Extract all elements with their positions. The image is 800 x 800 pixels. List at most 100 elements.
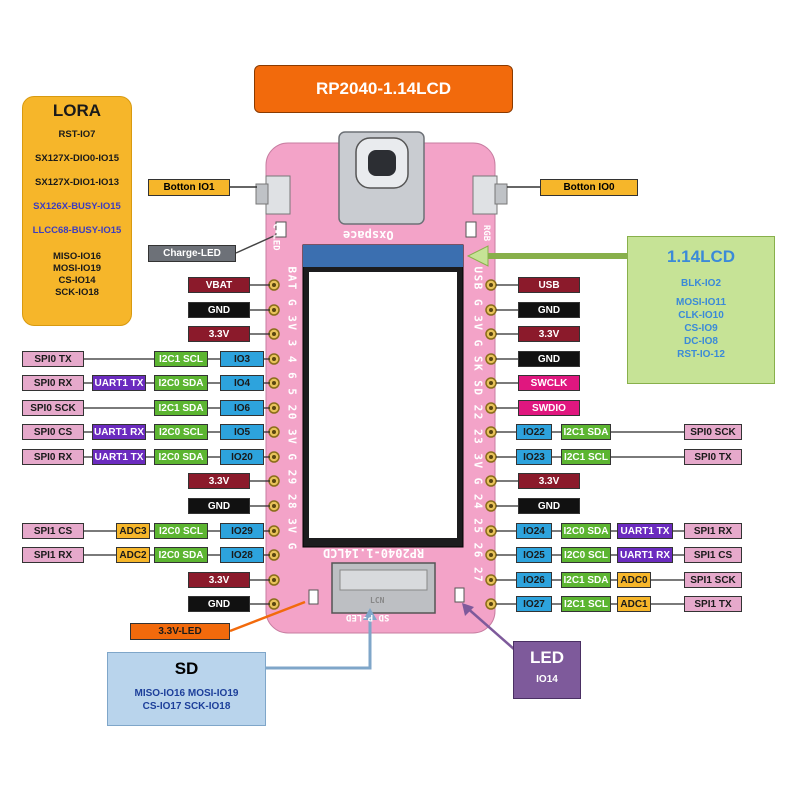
- left-adc-label: ADC2: [116, 547, 150, 563]
- lcd-title: 1.14LCD: [666, 247, 736, 266]
- board-cled-text: C-LED: [270, 223, 281, 251]
- left-pin-pad-hole: [272, 430, 276, 434]
- board-model-text: RP2040-1.14LCD: [323, 546, 425, 560]
- left-pin-pad-hole: [272, 504, 276, 508]
- left-pin-pad-hole: [272, 381, 276, 385]
- lcd-line: BLK-IO2: [681, 278, 721, 289]
- button-right-knob: [494, 183, 508, 205]
- left-pin-pad-hole: [272, 357, 276, 361]
- left-i2c-label: I2C1 SCL: [154, 351, 208, 367]
- right-pin-pad-hole: [489, 578, 493, 582]
- lora-title: LORA: [52, 101, 102, 120]
- left-pin-pad-hole: [272, 332, 276, 336]
- left-io-label: IO29: [220, 523, 264, 539]
- charge-led-chip: [275, 221, 287, 238]
- left-pin-pad-hole: [272, 455, 276, 459]
- board-sd-pled-text: SD P-LED: [346, 612, 390, 622]
- right-power-label: 3.3V: [518, 326, 580, 342]
- left-pin-pad-hole: [272, 529, 276, 533]
- button-left-knob: [255, 183, 269, 205]
- sd-line-1: MISO-IO16 MOSI-IO19: [134, 688, 239, 699]
- left-io-label: IO28: [220, 547, 264, 563]
- led-io-line: IO14: [536, 674, 558, 685]
- lora-line: RST-IO7: [58, 129, 96, 140]
- lora-line: SX127X-DIO0-IO15: [35, 153, 119, 164]
- button-left-body: [265, 175, 291, 215]
- right-i2c-label: I2C0 SCL: [561, 547, 611, 563]
- lcd-line: CLK-IO10: [678, 310, 724, 321]
- right-uart-label: UART1 RX: [617, 547, 673, 563]
- left-i2c-label: I2C0 SDA: [154, 375, 208, 391]
- lcd-line: RST-IO-12: [677, 349, 725, 360]
- board-brand-text: Oxspace: [343, 228, 394, 242]
- right-pin-pad-hole: [489, 455, 493, 459]
- right-io-label: IO24: [516, 523, 552, 539]
- left-power-label: 3.3V: [188, 326, 250, 342]
- right-pin-pad-hole: [489, 553, 493, 557]
- usb-c-tongue: [368, 150, 396, 176]
- right-power-label: SWCLK: [518, 375, 580, 391]
- sd-slot-text: LCN: [370, 596, 385, 605]
- right-i2c-label: I2C0 SDA: [561, 523, 611, 539]
- left-pin-pad-hole: [272, 479, 276, 483]
- left-spi-label: SPI1 CS: [22, 523, 84, 539]
- right-pin-pad-hole: [489, 381, 493, 385]
- left-i2c-label: I2C0 SCL: [154, 523, 208, 539]
- lora-line: MOSI-IO19: [52, 263, 102, 274]
- right-uart-label: UART1 TX: [617, 523, 673, 539]
- power-led-chip: [308, 589, 319, 605]
- left-pin-pad-hole: [272, 283, 276, 287]
- right-i2c-label: I2C1 SDA: [561, 572, 611, 588]
- lora-line: MISO-IO16: [52, 251, 102, 262]
- left-i2c-label: I2C1 SDA: [154, 400, 208, 416]
- right-pin-pad-hole: [489, 602, 493, 606]
- sd-line-2: CS-IO17 SCK-IO18: [142, 701, 231, 712]
- left-spi-label: SPI0 TX: [22, 351, 84, 367]
- left-power-label: GND: [188, 302, 250, 318]
- left-i2c-label: I2C0 SCL: [154, 424, 208, 440]
- left-io-label: IO4: [220, 375, 264, 391]
- sd-pointer-head: [363, 608, 377, 620]
- lora-line: SCK-IO18: [55, 287, 99, 298]
- right-spi-label: SPI1 TX: [684, 596, 742, 612]
- right-power-label: USB: [518, 277, 580, 293]
- right-spi-label: SPI0 TX: [684, 449, 742, 465]
- sd-info-box: SD MISO-IO16 MOSI-IO19 CS-IO17 SCK-IO18: [107, 652, 266, 726]
- right-pin-pad-hole: [489, 308, 493, 312]
- left-i2c-label: I2C0 SDA: [154, 449, 208, 465]
- right-io-label: IO26: [516, 572, 552, 588]
- left-pin-pad-hole: [272, 308, 276, 312]
- right-spi-label: SPI1 CS: [684, 547, 742, 563]
- right-pin-pad-hole: [489, 406, 493, 410]
- right-pin-pad-hole: [489, 357, 493, 361]
- right-io-label: IO27: [516, 596, 552, 612]
- right-pin-pad-hole: [489, 430, 493, 434]
- led-pointer: [464, 605, 516, 651]
- lcd-line: DC-IO8: [684, 336, 718, 347]
- lcd-line: CS-IO9: [684, 323, 718, 334]
- right-power-label: GND: [518, 498, 580, 514]
- led-info-box: LED IO14: [513, 641, 581, 699]
- left-pin-pad-hole: [272, 602, 276, 606]
- left-power-label: GND: [188, 596, 250, 612]
- right-pin-pad-hole: [489, 332, 493, 336]
- left-io-label: IO3: [220, 351, 264, 367]
- sd-title: SD: [174, 659, 199, 678]
- right-pin-pad-hole: [489, 479, 493, 483]
- led-pointer-head: [462, 603, 474, 616]
- left-power-label: 3.3V: [188, 473, 250, 489]
- left-spi-label: SPI0 CS: [22, 424, 84, 440]
- right-adc-label: ADC0: [617, 572, 651, 588]
- right-pin-pad-hole: [489, 283, 493, 287]
- left-adc-label: ADC3: [116, 523, 150, 539]
- right-power-label: SWDIO: [518, 400, 580, 416]
- rgb-led-chip: [465, 221, 477, 238]
- led33-pointer: [229, 600, 306, 633]
- right-adc-label: ADC1: [617, 596, 651, 612]
- left-spi-label: SPI1 RX: [22, 547, 84, 563]
- right-io-label: IO22: [516, 424, 552, 440]
- lcd-glass-edge: [303, 245, 463, 267]
- lora-line: LLCC68-BUSY-IO15: [32, 225, 122, 236]
